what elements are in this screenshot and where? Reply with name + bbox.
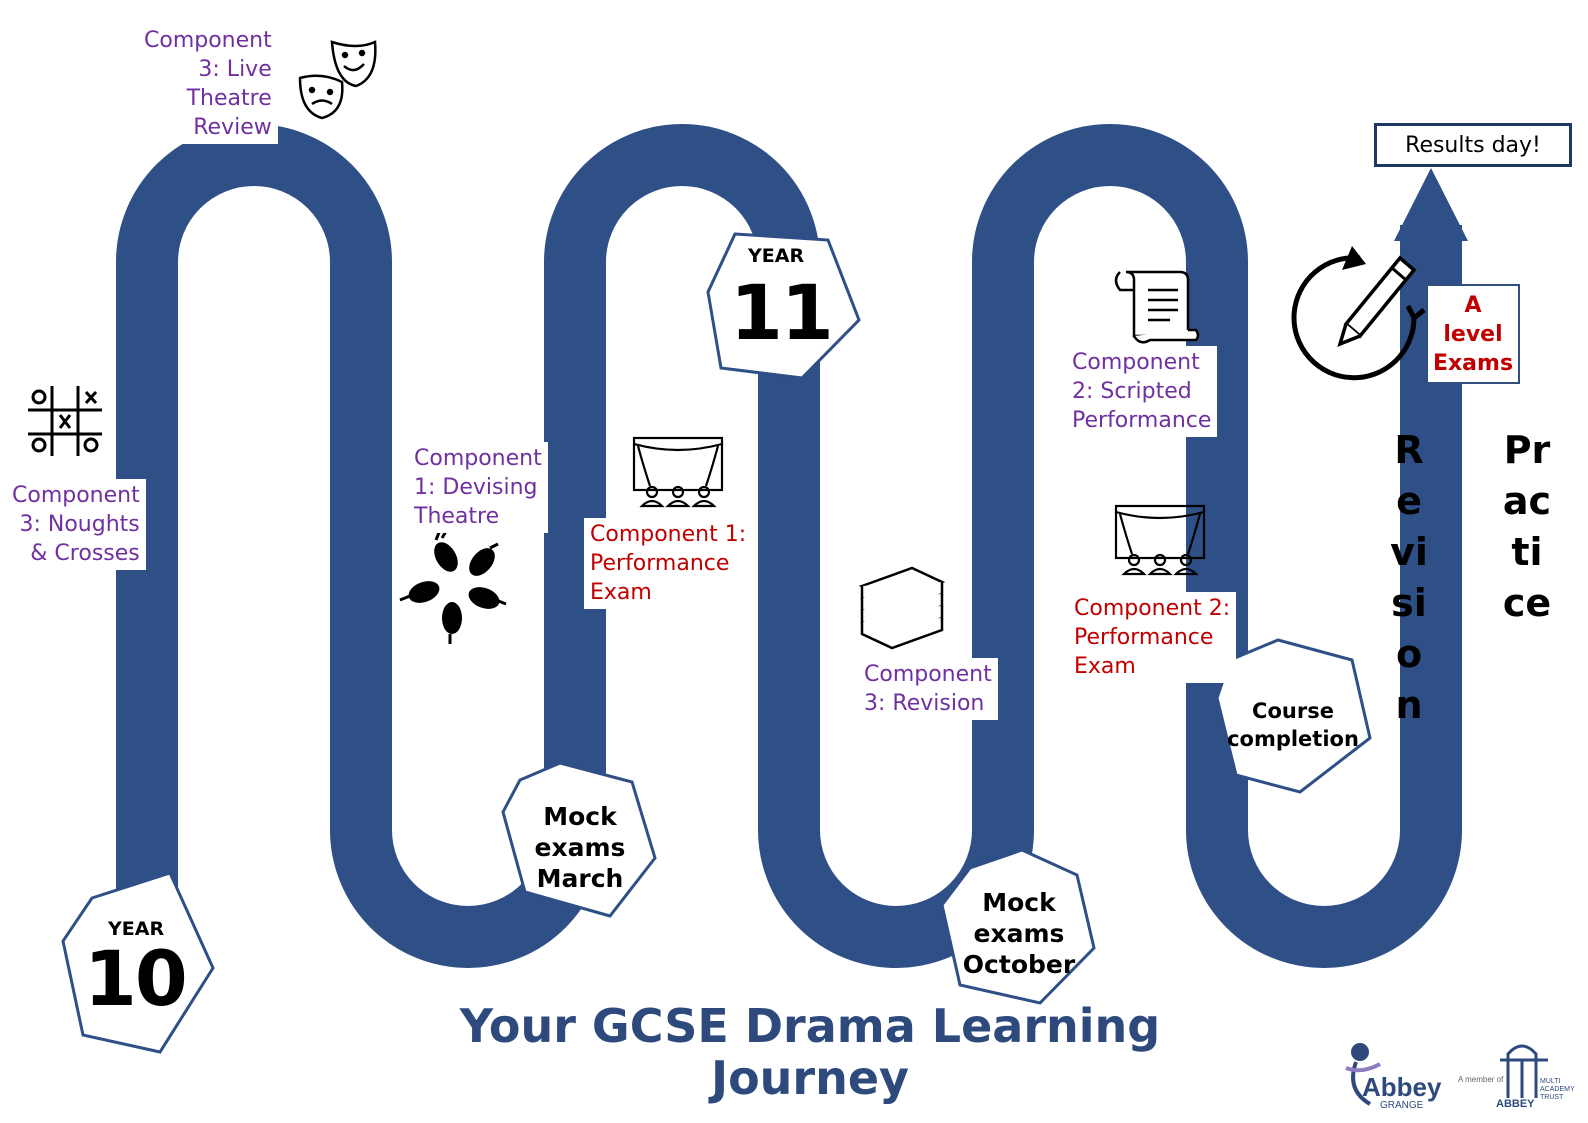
mock-march-hexagon bbox=[501, 761, 657, 918]
member-of-text: A member of bbox=[1458, 1075, 1504, 1084]
abbey-grange-logo-mark bbox=[1345, 1043, 1381, 1106]
year-11-hexagon bbox=[706, 232, 861, 380]
stage-audience-icon-2 bbox=[1114, 504, 1206, 576]
component-2-scripted-label: Component 2: Scripted Performance bbox=[1066, 346, 1218, 437]
practice-vertical-text: Practice bbox=[1502, 428, 1552, 625]
scroll-script-icon bbox=[1114, 270, 1200, 344]
year-10-number: 10 bbox=[84, 934, 188, 1023]
mock-exams-march: Mock exams March bbox=[534, 802, 626, 893]
component-1-devising-label: Component 1: Devising Theatre bbox=[408, 442, 548, 533]
mock-exams-october: Mock exams October bbox=[962, 888, 1076, 979]
trust-logo-sub: MULTI ACADEMY TRUST bbox=[1540, 1078, 1575, 1101]
component-3-noughts-label: Component 3: Noughts & Crosses bbox=[6, 479, 146, 570]
journey-road bbox=[116, 124, 1462, 968]
abbey-grange-logo-sub: GRANGE bbox=[1380, 1100, 1424, 1111]
year-10-hexagon bbox=[61, 871, 215, 1054]
results-day-box: Results day! bbox=[1374, 123, 1572, 167]
component-3-revision-label: Component 3: Revision bbox=[858, 658, 998, 720]
trust-logo-mark bbox=[1500, 1044, 1548, 1098]
books-icon bbox=[858, 566, 946, 650]
component-3-live-theatre-label: Component 3: Live Theatre Review bbox=[138, 24, 278, 144]
page-title: Your GCSE Drama Learning Journey bbox=[459, 999, 1161, 1105]
course-completion: Course completion bbox=[1227, 699, 1359, 751]
course-completion-hexagon bbox=[1215, 638, 1372, 794]
year-11-number: 11 bbox=[730, 268, 834, 357]
a-level-exams-box: A level Exams bbox=[1426, 284, 1520, 384]
hands-circle-icon bbox=[399, 527, 507, 644]
component-2-performance-label: Component 2: Performance Exam bbox=[1068, 592, 1237, 683]
theatre-masks-icon bbox=[298, 40, 377, 120]
component-1-performance-label: Component 1: Performance Exam bbox=[584, 518, 753, 609]
road-arrow-head bbox=[1394, 168, 1468, 241]
noughts-crosses-icon bbox=[28, 386, 102, 456]
stage-audience-icon bbox=[632, 436, 724, 508]
mock-october-hexagon bbox=[940, 848, 1096, 1005]
abbey-grange-logo-text: Abbey bbox=[1362, 1072, 1442, 1102]
year-10-word: YEAR bbox=[108, 918, 165, 940]
year-11-word: YEAR bbox=[748, 245, 805, 267]
trust-logo-text: ABBEY bbox=[1496, 1098, 1535, 1110]
revision-vertical-text: Revision bbox=[1390, 428, 1428, 727]
pencil-refresh-icon bbox=[1291, 246, 1426, 381]
